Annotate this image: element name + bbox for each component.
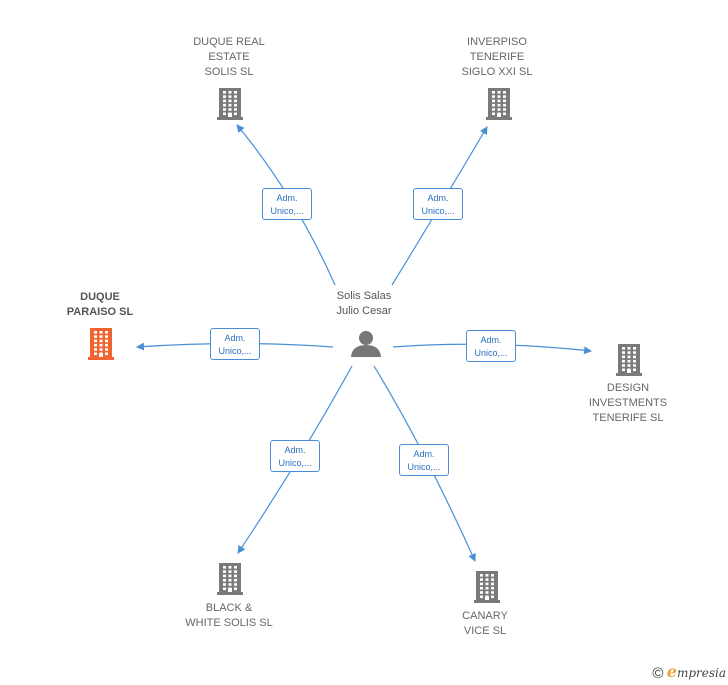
company-label-duque-real-estate[interactable]: DUQUE REAL ESTATE SOLIS SL [193, 36, 265, 78]
relation-badge-inverpiso[interactable]: Adm. Unico,... [413, 188, 463, 220]
building-icon[interactable] [88, 328, 114, 360]
relation-badge-duque-real-estate[interactable]: Adm. Unico,... [262, 188, 312, 220]
building-icon[interactable] [217, 88, 243, 120]
company-label-inverpiso[interactable]: INVERPISO TENERIFE SIGLO XXI SL [461, 36, 533, 78]
company-label-duque-paraiso[interactable]: DUQUE PARAISO SL [66, 291, 134, 318]
company-label-design-investments[interactable]: DESIGN INVESTMENTS TENERIFE SL [588, 382, 668, 424]
building-icon[interactable] [474, 571, 500, 603]
footer-brand[interactable]: © empresia [652, 662, 726, 682]
relation-badge-canary-vice[interactable]: Adm. Unico,... [399, 444, 449, 476]
brand-logo-initial: e [666, 662, 677, 681]
building-icon[interactable] [616, 344, 642, 376]
relation-badge-design-investments[interactable]: Adm. Unico,... [466, 330, 516, 362]
relation-badge-duque-paraiso[interactable]: Adm. Unico,... [210, 328, 260, 360]
company-label-canary-vice[interactable]: CANARY VICE SL [462, 610, 508, 637]
building-icon[interactable] [486, 88, 512, 120]
person-icon[interactable] [351, 331, 381, 357]
copyright-icon: © [652, 665, 664, 682]
relation-badge-black-white[interactable]: Adm. Unico,... [270, 440, 320, 472]
center-person-name[interactable]: Solis Salas Julio Cesar [336, 290, 392, 317]
brand-logo-text: mpresia [676, 666, 726, 680]
building-icon[interactable] [217, 563, 243, 595]
company-label-black-white[interactable]: BLACK & WHITE SOLIS SL [185, 602, 273, 629]
